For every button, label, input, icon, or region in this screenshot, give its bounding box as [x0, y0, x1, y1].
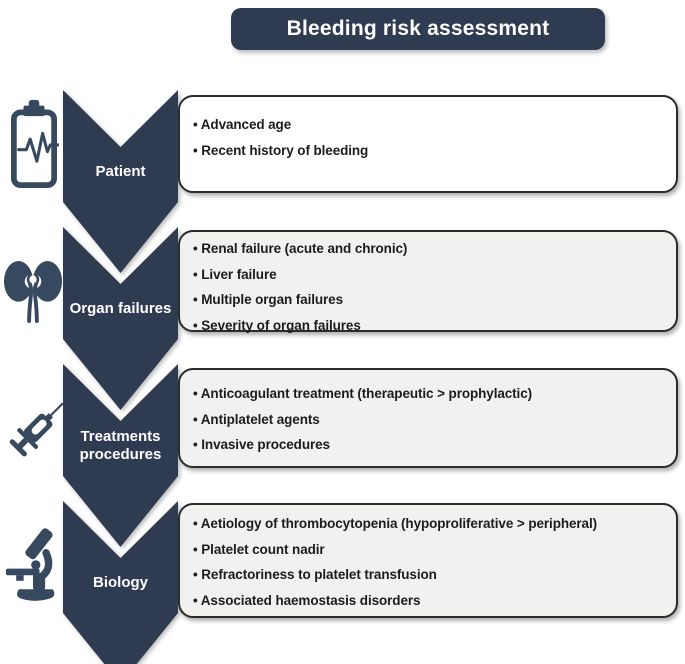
chevron-treatments-procedures	[63, 364, 178, 547]
patient-box: Advanced age Recent history of bleeding	[178, 95, 678, 193]
list-item: Liver failure	[193, 262, 668, 288]
list-item: Multiple organ failures	[193, 287, 668, 313]
chevron-label-patient: Patient	[95, 162, 146, 180]
organ-failures-items: Renal failure (acute and chronic) Liver …	[180, 232, 676, 338]
list-item: Recent history of bleeding	[193, 138, 668, 164]
list-item: Refractoriness to platelet transfusion	[193, 562, 668, 588]
chevron-label-treatments-procedures: Treatments procedures	[79, 427, 162, 463]
clipboard-pulse-icon	[11, 99, 59, 189]
list-item: Antiplatelet agents	[193, 407, 668, 433]
treatments-procedures-items: Anticoagulant treatment (therapeutic > p…	[180, 370, 676, 458]
chevron-label-biology: Biology	[93, 573, 148, 591]
chevron-biology	[63, 501, 178, 664]
syringe-icon	[9, 402, 64, 457]
figure-title: Bleeding risk assessment	[231, 8, 605, 50]
list-item: Renal failure (acute and chronic)	[193, 236, 668, 262]
list-item: Anticoagulant treatment (therapeutic > p…	[193, 381, 668, 407]
list-item: Invasive procedures	[193, 432, 668, 458]
list-item: Aetiology of thrombocytopenia (hypoproli…	[193, 511, 668, 537]
list-item: Platelet count nadir	[193, 537, 668, 563]
chevron-organ-failures	[63, 227, 178, 410]
treatments-procedures-box: Anticoagulant treatment (therapeutic > p…	[178, 368, 678, 468]
list-item: Advanced age	[193, 112, 668, 138]
chevron-patient	[63, 90, 178, 273]
patient-items: Advanced age Recent history of bleeding	[180, 97, 676, 163]
kidneys-icon	[3, 261, 63, 323]
organ-failures-box: Renal failure (acute and chronic) Liver …	[178, 230, 678, 333]
biology-box: Aetiology of thrombocytopenia (hypoproli…	[178, 503, 678, 618]
microscope-icon	[5, 528, 55, 601]
chevron-label-organ-failures: Organ failures	[69, 299, 172, 317]
list-item: Associated haemostasis disorders	[193, 588, 668, 614]
list-item: Severity of organ failures	[193, 313, 668, 339]
biology-items: Aetiology of thrombocytopenia (hypoproli…	[180, 505, 676, 613]
